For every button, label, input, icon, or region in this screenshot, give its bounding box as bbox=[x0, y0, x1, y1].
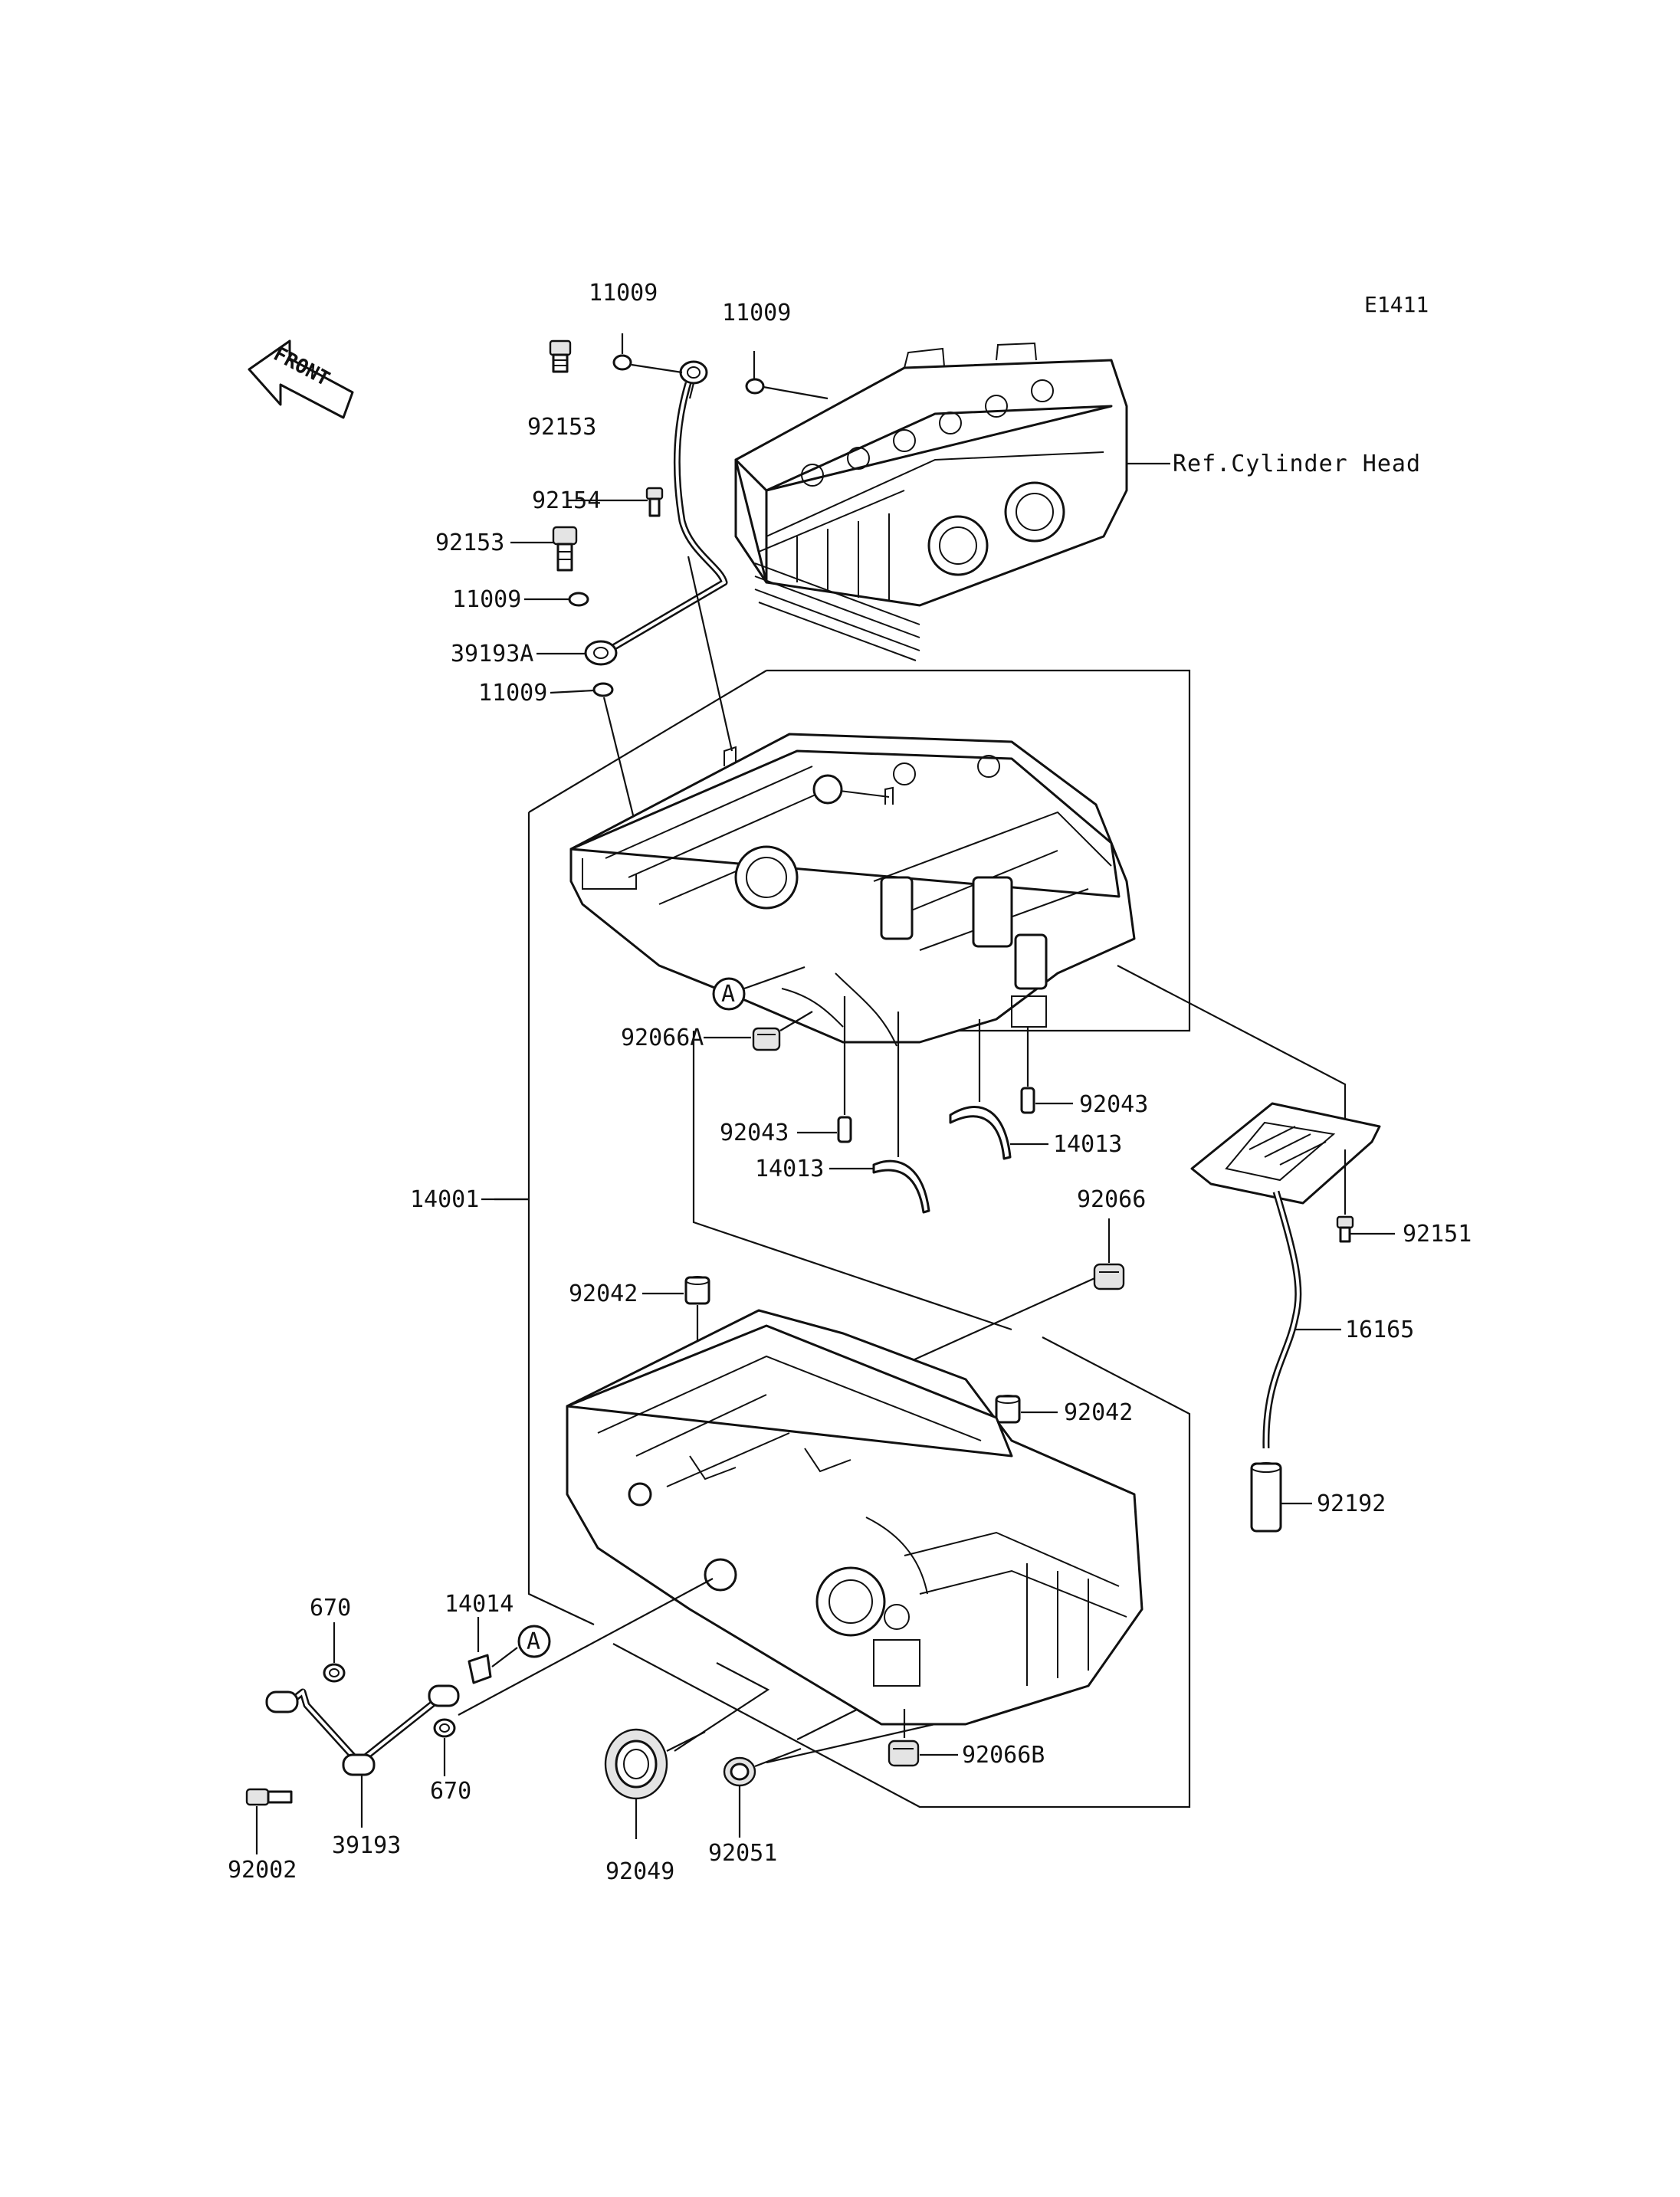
part-label-92154: 92154 bbox=[532, 487, 601, 514]
oil-seal-icon bbox=[723, 1756, 756, 1787]
banjo-fitting-icon bbox=[679, 360, 708, 385]
plug-icon bbox=[888, 1740, 920, 1767]
part-label-92066b: 92066B bbox=[962, 1742, 1045, 1769]
part-label-92043: 92043 bbox=[1079, 1091, 1148, 1118]
part-label-14013: 14013 bbox=[1053, 1131, 1122, 1158]
upper-crankcase-illustration bbox=[569, 733, 1136, 1047]
part-label-11009: 11009 bbox=[589, 280, 658, 307]
part-label-92042: 92042 bbox=[569, 1280, 638, 1307]
bearing-shell-icon bbox=[949, 1106, 1012, 1160]
part-label-92153: 92153 bbox=[527, 414, 596, 441]
leader-line bbox=[903, 1709, 958, 1756]
washer-icon bbox=[592, 682, 614, 697]
dowel-pin-icon bbox=[995, 1395, 1021, 1424]
part-label-16165: 16165 bbox=[1345, 1317, 1414, 1343]
part-label-14001: 14001 bbox=[410, 1186, 479, 1213]
ref-cylinder-head-label: Ref.Cylinder Head bbox=[1173, 451, 1421, 477]
part-label-92153: 92153 bbox=[435, 530, 504, 556]
part-label-92066a: 92066A bbox=[621, 1025, 704, 1051]
part-label-39193a: 39193A bbox=[451, 641, 533, 667]
washer-icon bbox=[568, 592, 589, 607]
o-ring-icon bbox=[323, 1663, 346, 1683]
cylinder-head-illustration bbox=[734, 342, 1128, 661]
leader-line bbox=[978, 1019, 1048, 1146]
part-label-92151: 92151 bbox=[1403, 1221, 1472, 1248]
bolt-icon bbox=[645, 487, 664, 517]
dowel-pin-icon bbox=[1020, 1087, 1035, 1114]
oil-strainer-illustration bbox=[1190, 1102, 1381, 1533]
part-label-11009: 11009 bbox=[478, 680, 547, 707]
diagram-code: E1411 bbox=[1364, 292, 1429, 317]
leader-line bbox=[477, 1617, 518, 1667]
svg-text:A: A bbox=[721, 981, 735, 1008]
banjo-bolt-icon bbox=[552, 526, 578, 572]
leader-line bbox=[602, 382, 733, 828]
part-label-92051: 92051 bbox=[708, 1840, 777, 1867]
leader-line bbox=[1344, 1149, 1395, 1235]
part-label-92066: 92066 bbox=[1077, 1186, 1146, 1213]
leader-line bbox=[255, 1578, 714, 1854]
leader-line bbox=[704, 1011, 813, 1039]
part-label-11009: 11009 bbox=[722, 300, 791, 326]
mark-a-upper: A bbox=[712, 977, 746, 1011]
bolt-icon bbox=[245, 1788, 293, 1806]
washer-icon bbox=[745, 378, 765, 395]
lower-crankcase-illustration bbox=[566, 1309, 1144, 1726]
dowel-pin-icon bbox=[684, 1276, 710, 1305]
leader-line bbox=[738, 1747, 802, 1838]
oil-pipe-assembly bbox=[549, 339, 765, 697]
assembly-bracket bbox=[692, 1031, 1012, 1331]
plug-icon bbox=[1093, 1263, 1125, 1290]
part-label-92042: 92042 bbox=[1064, 1399, 1133, 1426]
bolt-icon bbox=[1336, 1215, 1354, 1243]
part-label-92043: 92043 bbox=[720, 1120, 789, 1146]
leader-line bbox=[829, 1012, 900, 1170]
leader-line bbox=[550, 689, 595, 694]
front-arrow-icon: FRONT bbox=[248, 339, 354, 419]
dowel-pin-icon bbox=[837, 1116, 852, 1143]
oil-seal-icon bbox=[604, 1728, 668, 1800]
part-label-39193: 39193 bbox=[332, 1832, 401, 1859]
oil-pipe-assembly bbox=[245, 1663, 460, 1806]
part-label-11009: 11009 bbox=[452, 586, 521, 613]
washer-icon bbox=[612, 354, 632, 371]
leader-line bbox=[743, 966, 806, 990]
leader-line bbox=[621, 333, 829, 400]
part-label-14014: 14014 bbox=[445, 1591, 514, 1618]
nozzle-icon bbox=[468, 1654, 492, 1684]
part-label-670: 670 bbox=[430, 1778, 471, 1805]
leader-line bbox=[1026, 1027, 1073, 1105]
plug-icon bbox=[752, 1027, 781, 1051]
banjo-bolt-icon bbox=[549, 339, 572, 373]
part-label-92049: 92049 bbox=[605, 1858, 674, 1885]
assembly-bracket bbox=[527, 669, 1191, 1625]
part-label-14013: 14013 bbox=[755, 1156, 824, 1182]
bearing-shell-icon bbox=[872, 1159, 930, 1214]
banjo-fitting-icon bbox=[584, 640, 618, 666]
o-ring-icon bbox=[433, 1718, 456, 1738]
svg-text:A: A bbox=[527, 1628, 540, 1655]
leader-line bbox=[635, 1731, 706, 1839]
mark-a-lower: A bbox=[517, 1625, 551, 1658]
part-label-92192: 92192 bbox=[1317, 1490, 1386, 1517]
part-label-92002: 92002 bbox=[228, 1857, 297, 1884]
leader-line bbox=[797, 996, 846, 1134]
part-label-670: 670 bbox=[310, 1595, 351, 1622]
